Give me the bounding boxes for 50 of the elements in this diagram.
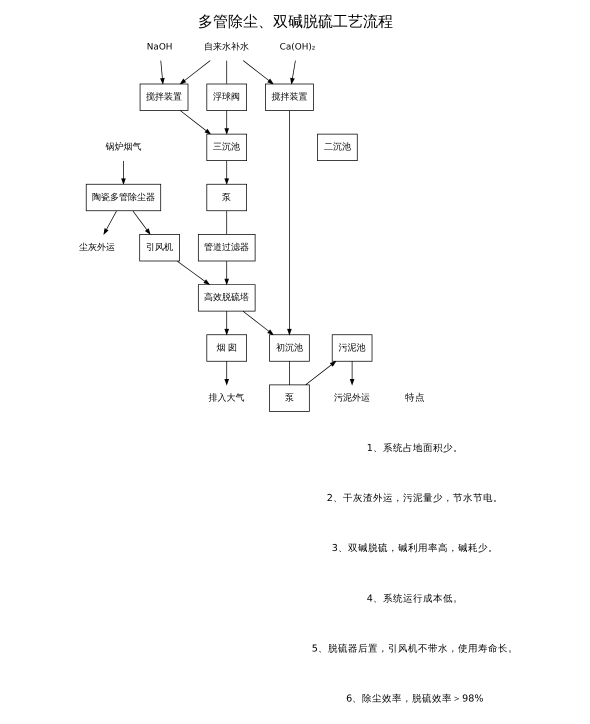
node-box: 泵 [268,384,310,412]
arrow [242,311,274,336]
arrow [349,361,354,386]
label: 特点 [404,392,424,404]
connector [288,361,290,385]
node-box: 引风机 [138,234,180,262]
node-box: 烟 囱 [206,334,246,362]
arrow [224,311,229,336]
label: 3、双碱脱硫，碱利用率高，碱耗少。 [331,543,498,554]
node-text: 锅炉烟气 [104,142,141,153]
arrow [242,60,274,84]
arrow [224,160,229,186]
arrow [102,210,116,236]
arrow [304,360,336,386]
arrow [224,260,229,286]
node-box: 初沉池 [268,334,310,362]
node-text: 排入大气 [208,393,244,404]
node-box: 泵 [206,184,246,212]
label: 5、脱硫器后置，引风机不带水，使用寿命长。 [311,643,518,654]
node-box: 陶瓷多管除尘器 [85,184,161,212]
arrow [176,260,210,286]
node-box: 二沉池 [316,134,358,162]
arrow [160,60,164,85]
node-box: 三沉池 [206,134,246,162]
arrow [180,110,211,135]
node-box: 管道过滤器 [197,234,255,262]
label: 4、系统运行成本低。 [366,593,462,604]
node-text: 污泥外运 [334,393,370,404]
node-box: 浮球阀 [206,84,246,111]
arrow [179,60,210,84]
arrow [132,210,150,235]
node-box: 搅拌装置 [264,84,314,111]
arrow [286,110,292,336]
arrow [224,361,229,386]
node-text: Ca(OH)₂ [279,42,315,52]
node-box: 搅拌装置 [139,84,188,111]
arrow [120,160,126,186]
label: 6、除尘效率，脱硫效率＞98% [346,694,483,705]
connector [226,210,227,234]
diagram-title: 多管除尘、双碱脱硫工艺流程 [198,13,392,30]
label: 2、干灰渣外运，污泥量少，节水节电。 [326,492,502,504]
arrow [224,110,229,135]
connector [226,60,227,84]
label: 1、系统占地面积少。 [366,442,462,454]
node-box: 高效脱硫塔 [197,284,255,312]
node-text: 尘灰外运 [78,242,114,253]
arrow [290,60,296,85]
node-text: NaOH [146,42,172,52]
node-box: 污泥池 [331,334,372,362]
node-text: 自来水补水 [204,42,249,52]
